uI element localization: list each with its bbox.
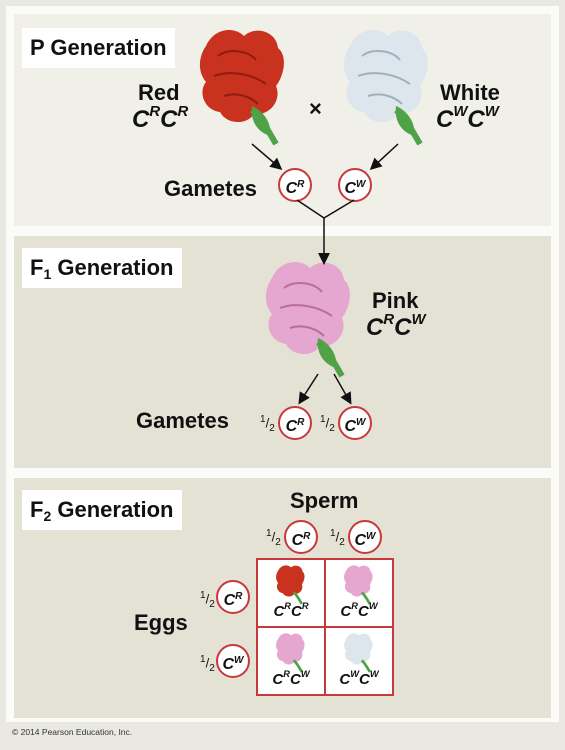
p-generation-title: P Generation <box>22 28 175 68</box>
sperm-label: Sperm <box>290 488 359 513</box>
f1-gametes-label: Gametes <box>136 408 229 433</box>
pink-flower-icon <box>265 262 350 378</box>
white-label: White <box>440 80 500 105</box>
punnett-genotype: CWCW <box>339 669 379 688</box>
p-gametes-label: Gametes <box>164 176 257 201</box>
p-gamete-red: CR <box>278 168 312 202</box>
f2-generation-title: F2 Generation <box>22 490 182 530</box>
sperm-red-fraction: 1/2 <box>266 528 281 548</box>
arrow-white-to-gamete <box>369 143 399 171</box>
f1-generation-title: F1 Generation <box>22 248 182 288</box>
pink-flower-icon <box>344 565 373 605</box>
punnett-cell-ww: CWCW <box>326 628 392 694</box>
copyright: © 2014 Pearson Education, Inc. <box>12 727 133 737</box>
red-label: Red <box>138 80 180 105</box>
punnett-genotype: CRCW <box>340 601 378 620</box>
punnett-genotype: CRCR <box>273 601 309 620</box>
punnett-cell-rr: CRCR <box>258 560 324 626</box>
punnett-genotype: CRCW <box>272 669 310 688</box>
p-gamete-white: CW <box>338 168 372 202</box>
f1-gamete-white: CW <box>338 406 372 440</box>
pink-label: Pink <box>372 288 419 313</box>
white-flower-icon <box>344 633 373 673</box>
f1-gamete-white-fraction: 1/2 <box>320 414 335 434</box>
cross-symbol: × <box>309 96 322 121</box>
white-genotype: CWCW <box>436 104 499 134</box>
sperm-white-fraction: 1/2 <box>330 528 345 548</box>
pink-genotype: CRCW <box>366 312 426 342</box>
egg-white-fraction: 1/2 <box>200 654 215 674</box>
arrow-f1-to-red-gamete <box>298 373 319 405</box>
sperm-white: CW <box>348 520 382 554</box>
red-genotype: CRCR <box>132 104 189 134</box>
red-flower-icon <box>199 30 284 146</box>
eggs-label: Eggs <box>134 610 188 635</box>
red-flower-icon <box>276 565 305 605</box>
punnett-cell-rw-top: CRCW <box>326 560 392 626</box>
arrow-red-to-gamete <box>251 143 283 170</box>
egg-red: CR <box>216 580 250 614</box>
punnett-cell-rw-bottom: CRCW <box>258 628 324 694</box>
egg-red-fraction: 1/2 <box>200 590 215 610</box>
punnett-square: CRCR CRCW CRCW CWCW <box>256 558 394 696</box>
egg-white: CW <box>216 644 250 678</box>
f1-gamete-red: CR <box>278 406 312 440</box>
arrow-f1-to-white-gamete <box>333 373 352 405</box>
arrow-gametes-to-f1 <box>296 199 355 262</box>
pink-flower-icon <box>276 633 305 673</box>
sperm-red: CR <box>284 520 318 554</box>
f1-gamete-red-fraction: 1/2 <box>260 414 275 434</box>
white-flower-icon <box>343 30 428 146</box>
